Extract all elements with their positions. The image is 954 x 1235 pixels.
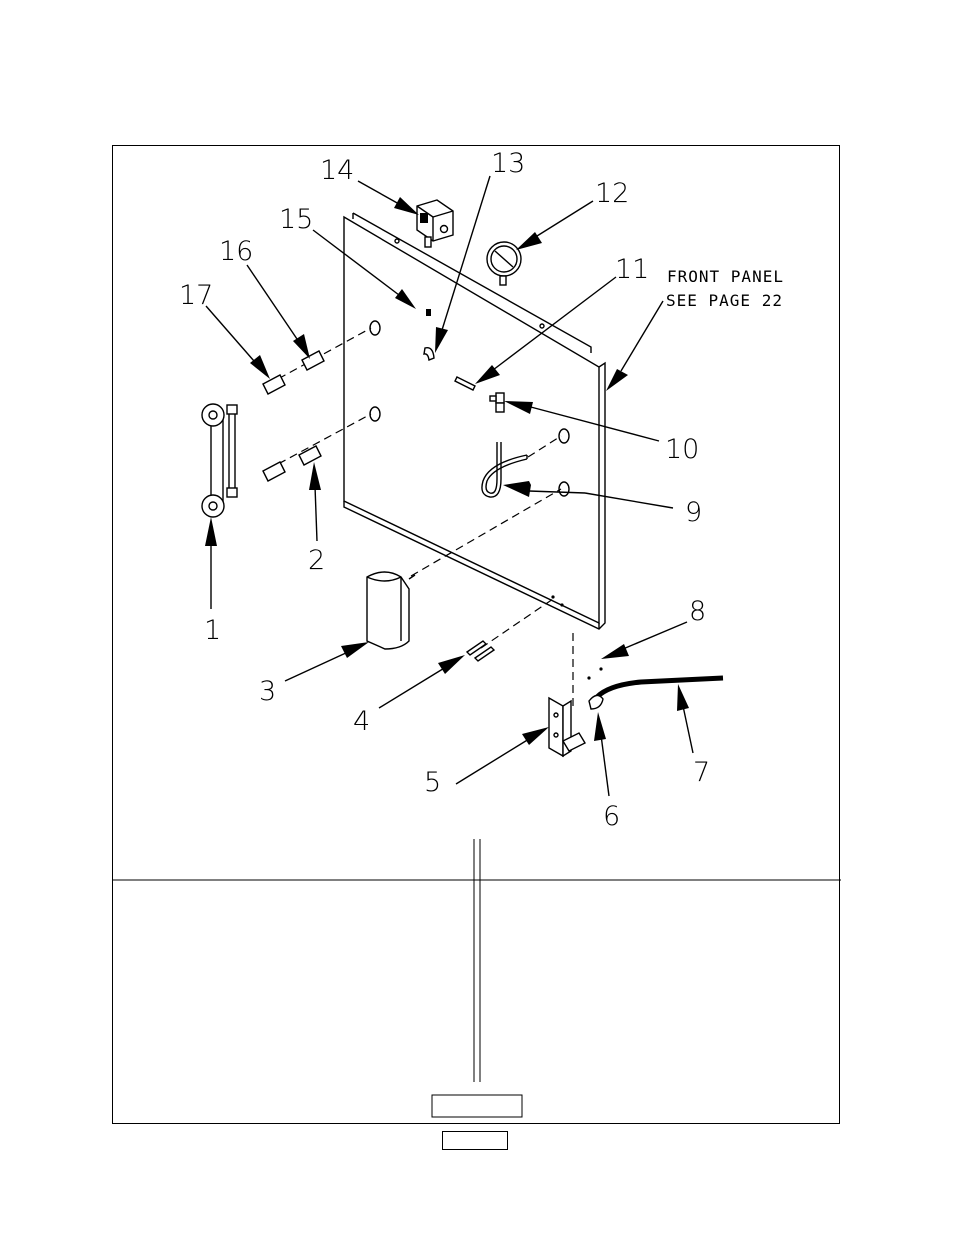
callout-3: 3 [259, 676, 276, 707]
switch-box-part [417, 200, 453, 247]
page-number-box [442, 1131, 508, 1150]
callout-7: 7 [693, 757, 710, 788]
callout-2: 2 [308, 545, 325, 576]
callout-11: 11 [615, 254, 649, 285]
motor-part [367, 572, 415, 649]
callout-5: 5 [424, 767, 441, 798]
pressure-gauge-part [487, 242, 521, 285]
main-panel [344, 213, 605, 629]
set-screw-part [426, 309, 431, 316]
callout-6: 6 [603, 801, 620, 832]
callout-9: 9 [685, 497, 702, 528]
callout-14: 14 [320, 155, 354, 186]
belt-pulley-part [202, 404, 237, 517]
bracket-part [549, 698, 585, 756]
callout-8: 8 [689, 596, 706, 627]
callout-12: 12 [595, 178, 629, 209]
upper-couplings [263, 351, 324, 394]
callout-13: 13 [491, 148, 525, 179]
callout-16: 16 [219, 236, 253, 267]
callout-4: 4 [353, 706, 370, 737]
callout-15: 15 [279, 204, 313, 235]
diagram-frame: 1 2 3 4 5 6 7 8 9 10 11 12 13 14 15 16 1… [112, 145, 840, 1124]
callout-17: 17 [179, 280, 213, 311]
hose-part [587, 667, 723, 709]
callout-10: 10 [665, 434, 699, 465]
callout-1: 1 [204, 615, 221, 646]
empty-caption-box [432, 1095, 522, 1117]
see-page-note: SEE PAGE 22 [666, 291, 783, 310]
exploded-parts-diagram: 1 2 3 4 5 6 7 8 9 10 11 12 13 14 15 16 1… [113, 146, 841, 1125]
fastener-part [467, 641, 494, 661]
front-panel-note: FRONT PANEL [667, 267, 784, 286]
